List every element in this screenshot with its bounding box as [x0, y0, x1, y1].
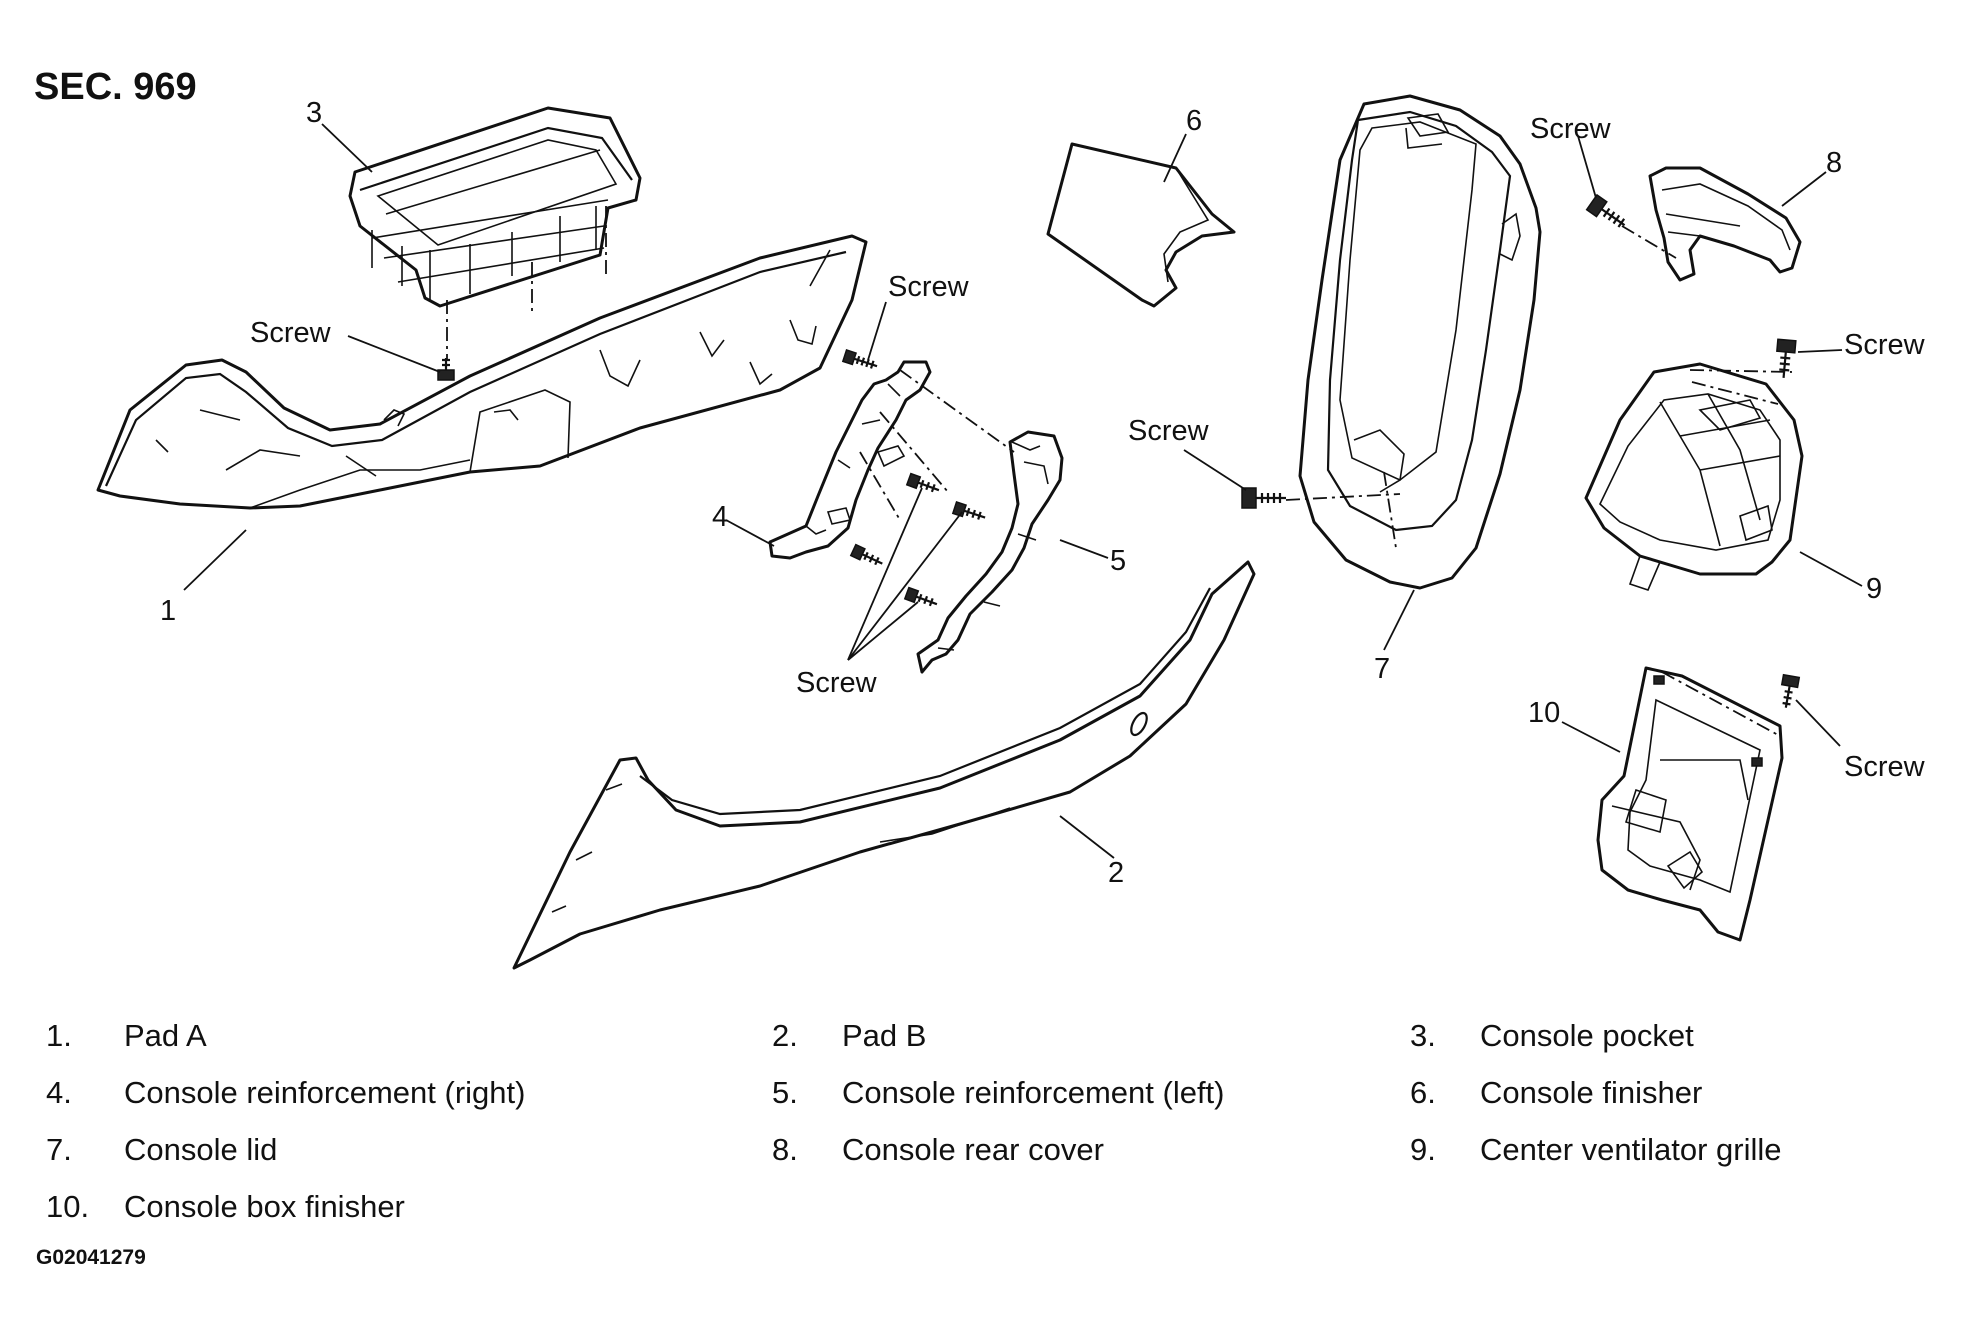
callout-3: 3: [306, 97, 322, 129]
center-ventilator-grille-part: [1584, 362, 1804, 591]
legend-number: 8.: [772, 1132, 798, 1167]
legend-label: Console reinforcement (left): [842, 1075, 1225, 1110]
callout-2: 2: [1108, 857, 1124, 889]
legend-label: Pad A: [124, 1018, 207, 1053]
console-reinforcement-right-part: [768, 360, 932, 560]
console-pocket-part: [348, 106, 642, 360]
callout-4: 4: [712, 501, 728, 533]
screw-label-pocket: Screw: [250, 317, 332, 349]
screw-label-reinforcement-bottom: Screw: [796, 667, 878, 699]
legend-label: Console box finisher: [124, 1189, 405, 1224]
legend-label: Console pocket: [1480, 1018, 1694, 1053]
legend-number: 6.: [1410, 1075, 1436, 1110]
screw-label-lid: Screw: [1128, 415, 1210, 447]
callout-5: 5: [1110, 545, 1126, 577]
screw-label-box-finisher: Screw: [1844, 751, 1926, 783]
parts-legend: 1. Pad A 2. Pad B 3. Console pocket 4. C…: [0, 1018, 1964, 1248]
legend-number: 3.: [1410, 1018, 1436, 1053]
console-box-finisher-part: [1596, 666, 1784, 942]
callout-10: 10: [1528, 697, 1560, 729]
callout-9: 9: [1866, 573, 1882, 605]
figure-code: G02041279: [36, 1246, 146, 1269]
section-title: SEC. 969: [34, 66, 197, 108]
screw-label-reinforcement-top: Screw: [888, 271, 970, 303]
screw-labels: Screw Screw Screw Screw Screw Screw Scre…: [250, 113, 1926, 783]
pad-a-part: [96, 234, 868, 510]
callout-1: 1: [160, 595, 176, 627]
console-reinforcement-left-part: [916, 430, 1064, 674]
legend-number: 4.: [46, 1075, 72, 1110]
legend-number: 7.: [46, 1132, 72, 1167]
legend-label: Console reinforcement (right): [124, 1075, 526, 1110]
screw-hardware: [437, 193, 1801, 708]
callout-labels: 3 1 2 4 5 6 7 8 9 10: [160, 97, 1882, 889]
legend-label: Console finisher: [1480, 1075, 1703, 1110]
screw-label-grille: Screw: [1844, 329, 1926, 361]
leader-lines: [183, 123, 1863, 859]
console-rear-cover-part: [1621, 166, 1802, 282]
legend-number: 10.: [46, 1189, 90, 1224]
callout-8: 8: [1826, 147, 1842, 179]
screw-label-rear-cover: Screw: [1530, 113, 1612, 145]
legend-number: 1.: [46, 1018, 72, 1053]
console-lid-part: [1285, 94, 1542, 590]
legend-label: Console rear cover: [842, 1132, 1104, 1167]
legend-label: Console lid: [124, 1132, 278, 1167]
legend-label: Pad B: [842, 1018, 927, 1053]
legend-number: 5.: [772, 1075, 798, 1110]
legend-label: Center ventilator grille: [1480, 1132, 1782, 1167]
callout-7: 7: [1374, 653, 1390, 685]
legend-number: 9.: [1410, 1132, 1436, 1167]
pad-b-part: [512, 560, 1256, 970]
callout-6: 6: [1186, 105, 1202, 137]
legend-number: 2.: [772, 1018, 798, 1053]
console-finisher-part: [1046, 142, 1236, 308]
